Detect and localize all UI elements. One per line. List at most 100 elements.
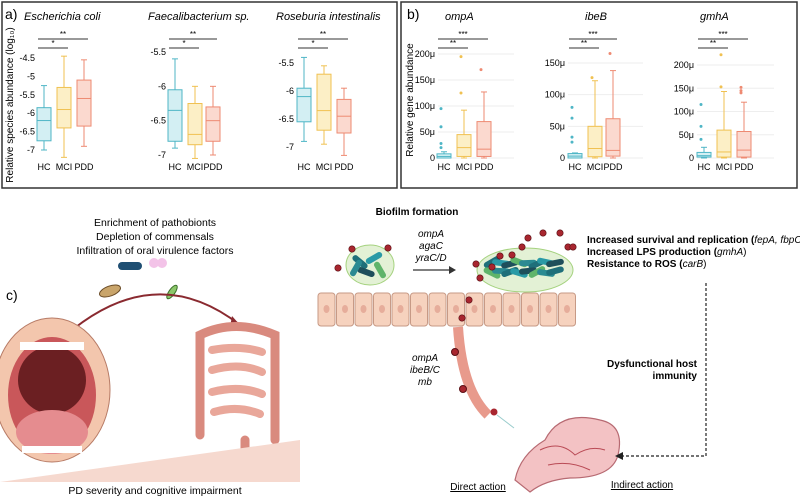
y-tick-label: -6 bbox=[27, 108, 35, 118]
bacterial-particle bbox=[524, 234, 532, 242]
outlier-point bbox=[570, 116, 574, 120]
cell-nucleus bbox=[360, 305, 367, 313]
severity-label: PD severity and cognitive impairment bbox=[68, 485, 241, 497]
box-PDD bbox=[76, 79, 92, 127]
outlier-point bbox=[570, 105, 574, 109]
bacterial-particle bbox=[472, 260, 480, 268]
y-tick-label: -7 bbox=[27, 145, 35, 155]
indirect-dashed-arrow bbox=[622, 283, 707, 457]
outlier-point bbox=[608, 52, 612, 55]
box-MCI bbox=[187, 103, 203, 146]
gene-agaC: agaC bbox=[419, 241, 444, 252]
chart-title: Roseburia intestinalis bbox=[276, 11, 381, 23]
direct-action-label: Direct action bbox=[450, 482, 506, 493]
box-MCI bbox=[456, 134, 472, 157]
epithelium bbox=[317, 292, 576, 327]
immunity-line2: immunity bbox=[653, 371, 698, 382]
rod-bacterium bbox=[350, 259, 362, 277]
cell-nucleus bbox=[379, 305, 385, 313]
cell-nucleus bbox=[434, 305, 441, 313]
blood-vessel bbox=[453, 326, 492, 419]
bacterial-particles bbox=[334, 229, 577, 322]
rod-bacterium bbox=[528, 266, 546, 278]
x-tick-label: MCI bbox=[56, 162, 73, 172]
gene-ompA-2: ompA bbox=[412, 353, 438, 364]
outlier-point bbox=[699, 124, 703, 128]
significance-label: *** bbox=[458, 30, 467, 39]
biofilm-genes: ompA agaC yraC/D bbox=[414, 229, 446, 264]
bacterial-particle bbox=[539, 229, 547, 237]
y-tick-label: -7 bbox=[286, 142, 294, 152]
chart-title: Faecalibacterium sp. bbox=[148, 11, 250, 23]
y-tick-label: -6.5 bbox=[278, 114, 294, 124]
significance-label: ** bbox=[190, 30, 196, 39]
cell-nucleus bbox=[471, 305, 478, 313]
y-tick-label: 50μ bbox=[550, 121, 565, 131]
box-HC bbox=[36, 107, 52, 142]
x-tick-label: MCI bbox=[456, 162, 473, 172]
gene-mb: mb bbox=[418, 377, 432, 388]
bacterial-particle bbox=[488, 263, 496, 271]
bacterial-particle bbox=[334, 264, 342, 272]
biofilm-bacteria bbox=[350, 252, 564, 279]
cell-nucleus bbox=[453, 305, 459, 313]
y-tick-label: -6.5 bbox=[150, 116, 166, 126]
outlier-point bbox=[439, 107, 443, 111]
y-tick-label: -5.5 bbox=[19, 90, 35, 100]
severity-gradient-triangle bbox=[0, 440, 300, 482]
microbiome-changes-text: Enrichment of pathobionts Depletion of c… bbox=[77, 217, 234, 257]
y-tick-label: 100μ bbox=[674, 107, 694, 117]
y-tick-label: -6.5 bbox=[19, 127, 35, 137]
outlier-point bbox=[739, 91, 743, 95]
y-tick-label: -7 bbox=[158, 150, 166, 160]
gene-ompA: ompA bbox=[418, 229, 444, 240]
y-tick-label: 50μ bbox=[679, 130, 694, 140]
outlier-point bbox=[699, 103, 703, 107]
rod-bacterium bbox=[374, 261, 386, 279]
box-HC bbox=[696, 151, 712, 158]
cell-nucleus bbox=[490, 305, 496, 313]
rod-bacterium bbox=[510, 268, 528, 278]
bacteria-icons bbox=[99, 258, 178, 300]
effect-ros: Resistance to ROS (carB) bbox=[587, 259, 707, 270]
panel-a-label: a) bbox=[5, 6, 17, 22]
box-HC bbox=[436, 153, 452, 159]
box-PDD bbox=[205, 106, 221, 142]
y-tick-label: -6 bbox=[286, 86, 294, 96]
gene-yraC-D: yraC/D bbox=[414, 253, 446, 264]
significance-label: ** bbox=[710, 39, 716, 48]
panel-b-ylabel: Relative gene abundance bbox=[405, 43, 416, 157]
cell-nucleus bbox=[397, 305, 404, 313]
outlier-point bbox=[739, 89, 743, 93]
y-tick-label: -5 bbox=[27, 71, 35, 81]
cell-nucleus bbox=[527, 305, 533, 313]
y-tick-label: 0 bbox=[430, 153, 435, 163]
x-tick-label: HC bbox=[169, 162, 182, 172]
effect-lps: Increased LPS production (gmhA) bbox=[587, 247, 747, 258]
rod-bacterium bbox=[546, 266, 564, 276]
y-tick-label: -5.5 bbox=[150, 47, 166, 57]
bacterial-particle bbox=[518, 243, 526, 251]
x-tick-label: MCI bbox=[716, 162, 733, 172]
outlier-point bbox=[739, 85, 743, 89]
x-tick-label: HC bbox=[698, 162, 711, 172]
x-tick-label: MCI bbox=[316, 162, 333, 172]
bacterium-icon bbox=[99, 284, 121, 298]
box-MCI bbox=[316, 73, 332, 131]
chart-title: ibeB bbox=[585, 11, 607, 23]
bacterial-particle bbox=[496, 252, 504, 260]
box-MCI bbox=[56, 86, 72, 129]
panel-b-frame bbox=[400, 1, 798, 189]
panel-a-frame bbox=[1, 1, 398, 189]
outlier-point bbox=[699, 137, 703, 141]
panel-b-label: b) bbox=[407, 6, 419, 22]
x-tick-label: PDD bbox=[474, 162, 494, 172]
outlier-point bbox=[570, 135, 574, 139]
chart-title: Escherichia coli bbox=[24, 11, 101, 23]
y-tick-label: 0 bbox=[689, 153, 694, 163]
significance-label: * bbox=[182, 39, 185, 48]
x-tick-label: PDD bbox=[734, 162, 754, 172]
